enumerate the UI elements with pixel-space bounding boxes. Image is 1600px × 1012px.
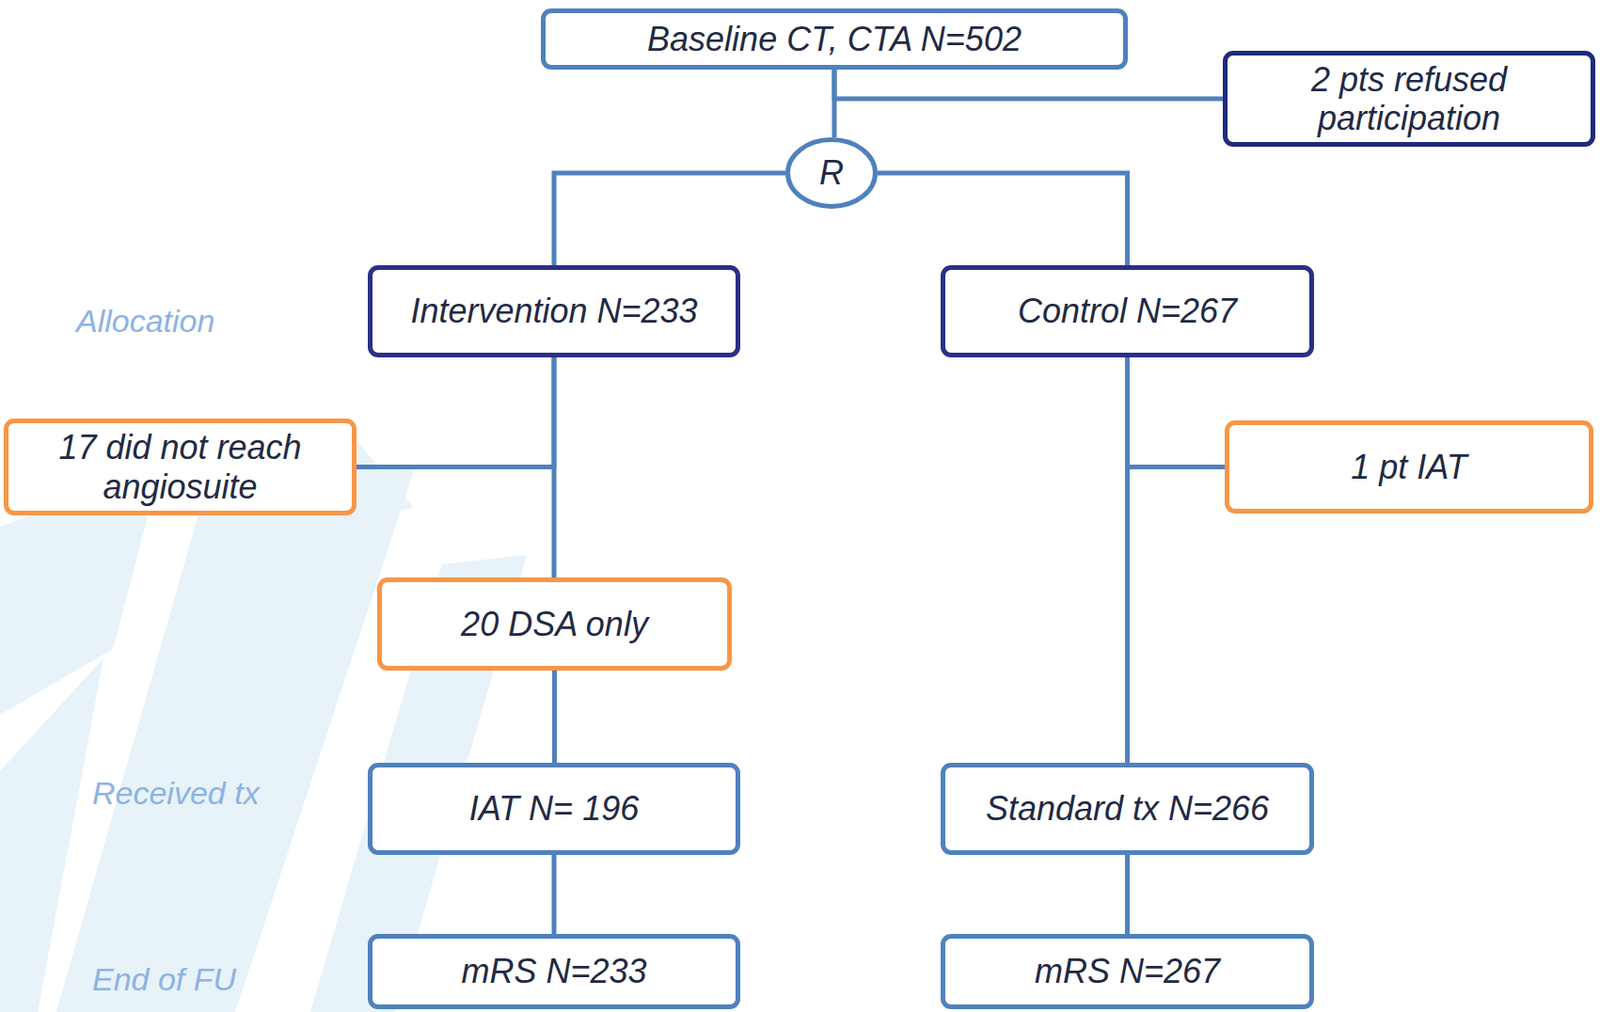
node-text: 1 pt IAT: [1339, 444, 1478, 490]
process-box: mRS N=233: [367, 934, 741, 1010]
node-text: 20 DSA only: [449, 601, 660, 647]
node-text: R: [807, 150, 856, 195]
connector-line: [554, 173, 786, 266]
process-box: Intervention N=233: [367, 265, 741, 358]
node-text: Baseline CT, CTA N=502: [635, 16, 1033, 62]
node-text: 2 pts refused participation: [1227, 57, 1591, 142]
process-box: Control N=267: [940, 265, 1315, 358]
process-box: 20 DSA only: [377, 577, 732, 671]
node-text: 17 did not reach angiosuite: [8, 425, 352, 509]
process-box: IAT N= 196: [367, 762, 741, 856]
stage-label: End of FU: [92, 961, 237, 999]
connector-line: [552, 670, 557, 763]
process-box: 1 pt IAT: [1224, 420, 1594, 514]
connector-line: [552, 855, 557, 935]
connector-line: [552, 357, 557, 578]
stage-label: Allocation: [76, 302, 215, 340]
node-text: mRS N=233: [449, 949, 658, 994]
connector-line: [834, 69, 1223, 99]
node-text: Standard tx N=266: [974, 786, 1281, 831]
node-text: Intervention N=233: [398, 288, 709, 333]
process-box: 2 pts refused participation: [1222, 50, 1596, 148]
randomization-circle: R: [785, 137, 878, 209]
connector-line: [877, 173, 1128, 266]
process-box: Baseline CT, CTA N=502: [540, 8, 1128, 70]
node-text: mRS N=267: [1023, 949, 1232, 994]
node-text: IAT N= 196: [458, 786, 650, 831]
connector-line: [1124, 855, 1130, 935]
process-box: mRS N=267: [940, 934, 1315, 1010]
process-box: 17 did not reach angiosuite: [3, 418, 357, 516]
connector-line: [356, 357, 555, 468]
connector-line: [1124, 357, 1130, 763]
stage-label: Received tx: [92, 775, 260, 812]
node-text: Control N=267: [1006, 288, 1249, 333]
process-box: Standard tx N=266: [940, 762, 1315, 856]
connector-line: [1127, 357, 1226, 468]
circle: [788, 140, 876, 207]
stripe: [0, 658, 104, 1012]
